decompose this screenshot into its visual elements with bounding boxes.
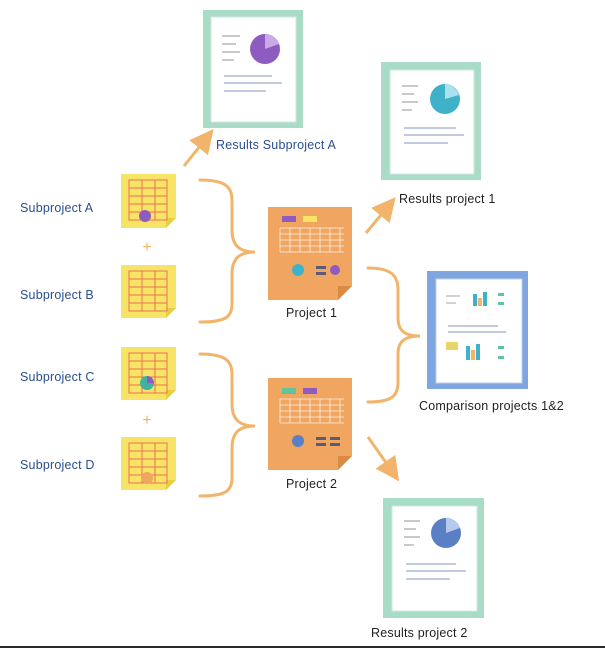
label-subproject-b: Subproject B <box>20 288 94 302</box>
arrow-to-results-project-2-icon <box>366 436 400 482</box>
label-subproject-d: Subproject D <box>20 458 95 472</box>
label-results-project-1: Results project 1 <box>399 192 496 206</box>
subproject-b-note <box>121 265 176 318</box>
brace-cd-icon <box>198 352 256 498</box>
plus-sign-cd: + <box>142 412 151 429</box>
subproject-c-note <box>121 347 176 400</box>
subproject-a-note <box>121 174 176 228</box>
brace-ab-icon <box>198 178 256 324</box>
results-subproject-a-document <box>203 10 303 128</box>
comparison-document <box>427 271 528 389</box>
label-project-1: Project 1 <box>286 306 338 320</box>
label-results-subproject-a: Results Subproject A <box>216 138 337 152</box>
label-comparison: Comparison projects 1&2 <box>419 399 564 413</box>
project-1-sheet <box>268 207 352 300</box>
label-project-2: Project 2 <box>286 477 338 491</box>
subproject-d-note <box>121 437 176 490</box>
label-subproject-c: Subproject C <box>20 370 95 384</box>
bottom-border <box>0 646 605 648</box>
arrow-to-results-subproject-a-icon <box>182 128 214 167</box>
plus-sign-ab: + <box>142 239 151 256</box>
results-project-1-document <box>381 62 481 180</box>
brace-projects-icon <box>366 266 421 404</box>
label-subproject-a: Subproject A <box>20 201 94 215</box>
arrow-to-results-project-1-icon <box>364 197 396 234</box>
label-results-project-2: Results project 2 <box>371 626 468 640</box>
project-2-sheet <box>268 378 352 470</box>
results-project-2-document <box>383 498 484 618</box>
